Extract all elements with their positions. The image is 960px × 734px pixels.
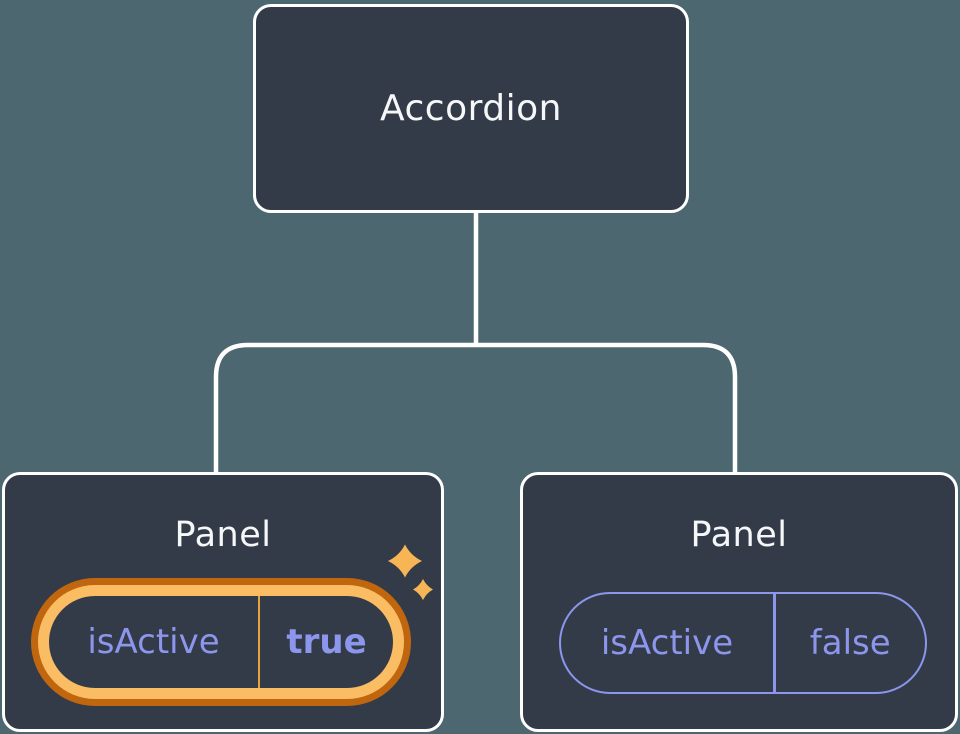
- panel-node-active: Panel isActive true: [2, 472, 444, 732]
- state-value-label: true: [286, 622, 367, 662]
- panel-node-inactive: Panel isActive false: [520, 472, 958, 732]
- state-pill-highlight-ring: isActive true: [38, 585, 404, 699]
- state-key-label: isActive: [600, 623, 734, 663]
- connector-bracket: [213, 342, 738, 476]
- state-key-label: isActive: [87, 622, 220, 662]
- panel-title: Panel: [174, 515, 272, 555]
- state-value-label: false: [809, 623, 891, 663]
- state-pill-body: isActive true: [49, 596, 393, 688]
- state-pill-inactive: isActive false: [559, 592, 927, 694]
- state-pill-active: isActive true: [31, 578, 411, 706]
- accordion-node: Accordion: [253, 4, 689, 213]
- pill-divider: [773, 594, 776, 692]
- accordion-label: Accordion: [380, 88, 562, 129]
- panel-title: Panel: [690, 515, 788, 555]
- pill-divider: [258, 596, 260, 688]
